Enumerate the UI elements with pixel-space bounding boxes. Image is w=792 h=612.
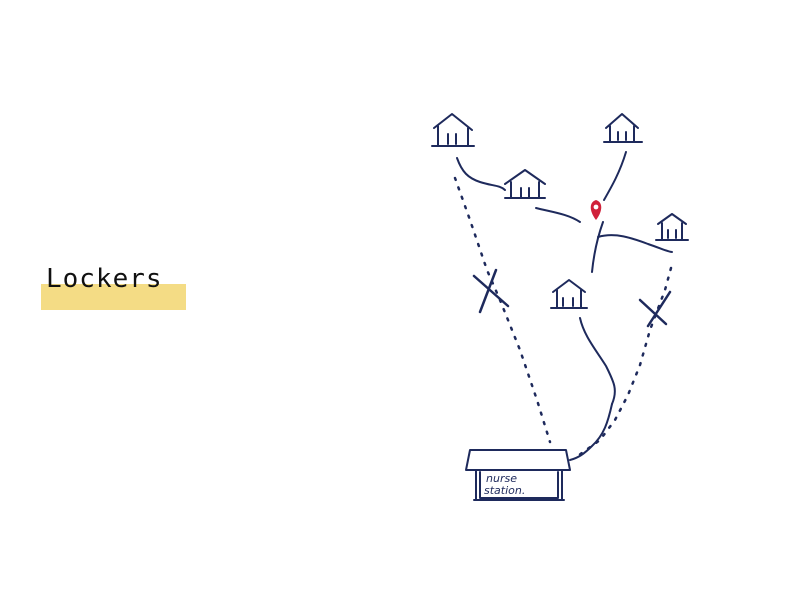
- house-1: [431, 113, 475, 147]
- house-3: [603, 113, 643, 143]
- house-icon: [603, 113, 643, 143]
- house-icon: [655, 213, 689, 241]
- house-2: [504, 169, 546, 199]
- dotted-route-left: [453, 176, 552, 444]
- map-pin-icon: [590, 200, 602, 220]
- station-label-line1: nurse: [486, 472, 517, 485]
- page-title: Lockers: [46, 264, 163, 294]
- house-icon: [550, 279, 588, 309]
- solid-routes: [456, 151, 673, 461]
- dotted-route-right: [573, 266, 673, 460]
- nurse-station: nurse station.: [465, 449, 571, 501]
- station-label-line2: station.: [484, 484, 525, 497]
- x-icon: [638, 290, 672, 328]
- cross-mark-left: [472, 268, 510, 314]
- house-icon: [504, 169, 546, 199]
- house-5: [550, 279, 588, 309]
- station-building-icon: [465, 449, 571, 501]
- title-block: Lockers: [41, 262, 187, 310]
- house-icon: [431, 113, 475, 147]
- cross-mark-right: [638, 290, 672, 328]
- title-highlight: [41, 284, 186, 310]
- house-4: [655, 213, 689, 241]
- map-pin: [590, 200, 602, 220]
- x-icon: [472, 268, 510, 314]
